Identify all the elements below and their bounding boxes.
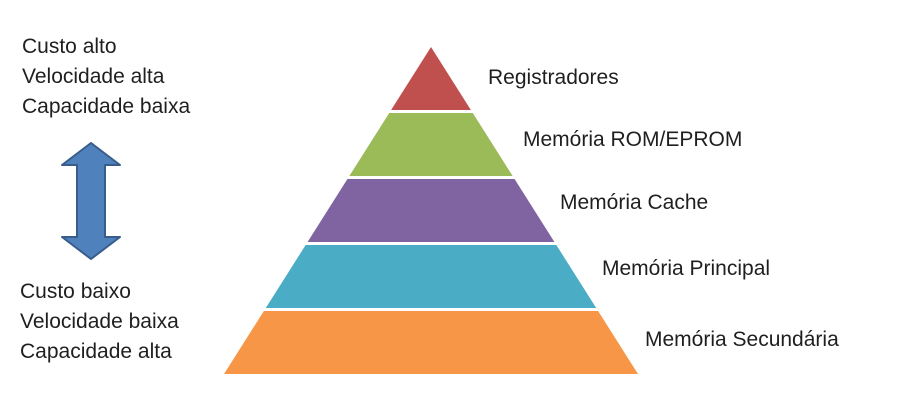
pyramid-level-label-2: Memória ROM/EPROM (523, 128, 743, 151)
pyramid-level-3 (307, 179, 555, 242)
pyramid-level-label-5: Memória Secundária (645, 328, 839, 351)
up-down-arrow-shape (61, 142, 121, 260)
pyramid-level-label-4: Memória Principal (602, 257, 771, 280)
bottom-annotation: Custo baixo Velocidade baixa Capacidade … (20, 277, 179, 367)
annotation-line: Capacidade alta (20, 340, 172, 363)
annotation-line: Capacidade baixa (22, 95, 191, 118)
annotation-line: Custo baixo (20, 280, 131, 303)
top-annotation: Custo alto Velocidade alta Capacidade ba… (22, 32, 190, 122)
annotation-line: Velocidade baixa (20, 310, 179, 333)
pyramid-level-label-3: Memória Cache (560, 191, 709, 214)
annotation-line: Custo alto (22, 35, 117, 58)
pyramid-level-2 (349, 113, 513, 176)
up-down-arrow-svg (61, 142, 121, 260)
up-down-arrow-icon (60, 142, 122, 260)
pyramid-level-4 (265, 245, 597, 308)
pyramid-level-5 (224, 311, 638, 374)
pyramid-level-label-1: Registradores (488, 66, 619, 89)
pyramid-level-1 (391, 47, 471, 110)
annotation-line: Velocidade alta (22, 65, 165, 88)
